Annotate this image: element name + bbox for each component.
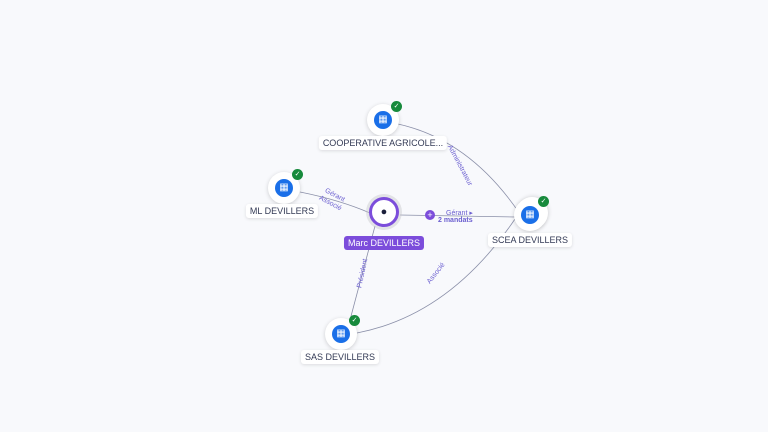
building-icon: ▦ (521, 206, 539, 224)
verified-check-icon: ✓ (349, 315, 360, 326)
edge-coop-scea[interactable] (397, 123, 521, 215)
person-icon: ● (369, 197, 399, 227)
edge-label-gerant-scea: Gérant ▸ (446, 210, 473, 217)
company-node-scea[interactable]: ▦✓ (514, 196, 549, 231)
building-icon: ▦ (332, 325, 350, 343)
person-label[interactable]: Marc DEVILLERS (343, 236, 425, 250)
edge-marc-scea[interactable] (399, 214, 516, 218)
company-node-coop[interactable]: ▦✓ (367, 101, 402, 136)
verified-check-icon: ✓ (391, 101, 402, 112)
verified-check-icon: ✓ (538, 196, 549, 207)
edge-ml-marc[interactable] (299, 191, 371, 214)
person-node-marc[interactable]: ● (366, 194, 402, 230)
company-node-sas[interactable]: ▦✓ (325, 315, 360, 350)
company-node-ml[interactable]: ▦✓ (268, 169, 303, 204)
company-label-ml[interactable]: ML DEVILLERS (245, 204, 319, 218)
expand-mandates-button[interactable]: + (425, 210, 435, 220)
company-label-scea[interactable]: SCEA DEVILLERS (487, 233, 573, 247)
edge-label-mandats[interactable]: 2 mandats (438, 217, 473, 224)
building-icon: ▦ (275, 179, 293, 197)
company-label-sas[interactable]: SAS DEVILLERS (300, 350, 380, 364)
building-icon: ▦ (374, 111, 392, 129)
verified-check-icon: ✓ (292, 169, 303, 180)
company-label-coop[interactable]: COOPERATIVE AGRICOLE... (318, 136, 448, 150)
